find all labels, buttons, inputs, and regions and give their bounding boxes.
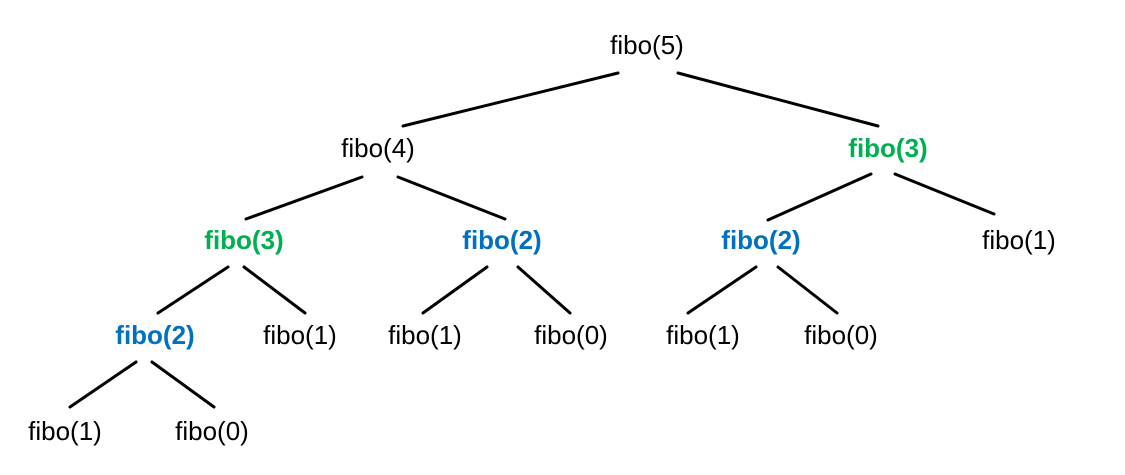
edges-layer — [68, 71, 996, 409]
tree-node-n2m: fibo(2) — [462, 225, 541, 255]
tree-node-n5: fibo(5) — [610, 30, 684, 60]
tree-node-n1d: fibo(1) — [28, 416, 102, 446]
tree-node-n1c: fibo(1) — [666, 320, 740, 350]
tree-edge — [150, 360, 216, 409]
tree-node-n1b: fibo(1) — [388, 320, 462, 350]
tree-edge — [686, 265, 758, 315]
tree-node-n2l: fibo(2) — [115, 320, 194, 350]
tree-edge — [68, 360, 138, 409]
tree-edge — [766, 172, 873, 222]
tree-edge — [421, 265, 489, 315]
tree-node-n0c: fibo(0) — [804, 320, 878, 350]
tree-edge — [401, 71, 620, 128]
tree-node-n4: fibo(4) — [341, 133, 415, 163]
tree-node-n2r: fibo(2) — [721, 225, 800, 255]
tree-node-n1r: fibo(1) — [982, 225, 1056, 255]
tree-edge — [244, 175, 364, 221]
nodes-layer: fibo(5) fibo(4) fibo(3) fibo(3) fibo(2) fibo(… — [28, 30, 1056, 446]
tree-edge — [893, 172, 996, 216]
tree-node-n0d: fibo(0) — [175, 416, 249, 446]
tree-node-n0b: fibo(0) — [534, 320, 608, 350]
tree-edge — [156, 265, 230, 315]
tree-edge — [516, 265, 572, 315]
tree-node-n3r: fibo(3) — [848, 133, 927, 163]
tree-node-n1a: fibo(1) — [263, 320, 337, 350]
tree-edge — [242, 265, 307, 315]
tree-node-n3l: fibo(3) — [204, 225, 283, 255]
tree-edge — [396, 175, 507, 221]
tree-edge — [676, 71, 880, 128]
tree-edge — [776, 265, 839, 315]
